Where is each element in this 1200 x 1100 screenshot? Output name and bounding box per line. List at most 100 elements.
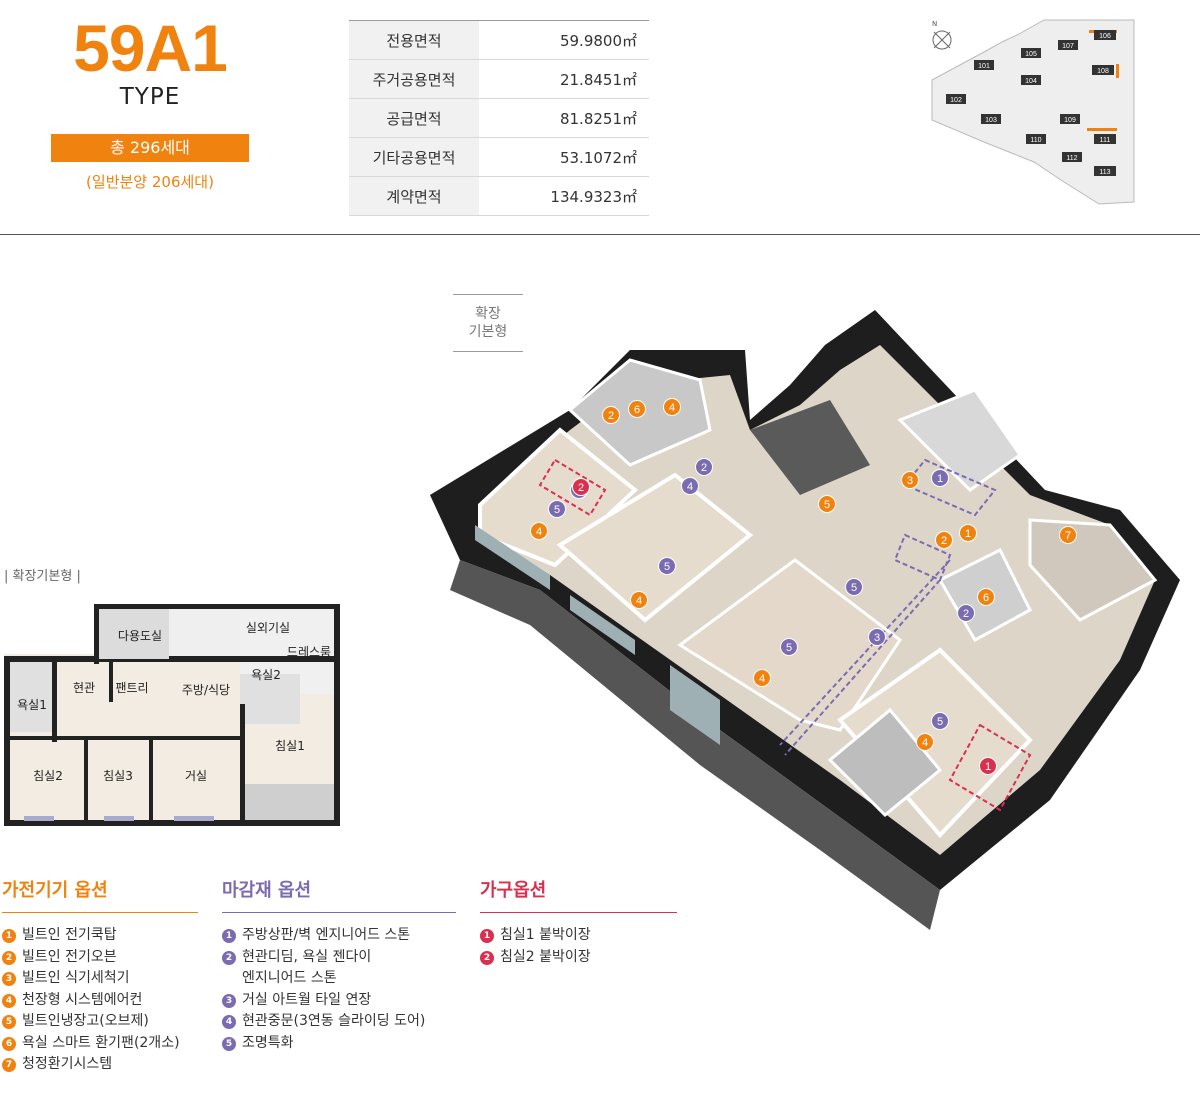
option-marker-furniture: 2 <box>572 478 590 496</box>
option-marker-finish: 1 <box>931 469 949 487</box>
room-label: 드레스룸 <box>287 645 331 659</box>
option-marker-finish: 5 <box>548 500 566 518</box>
svg-text:109: 109 <box>1064 117 1076 124</box>
room-label: 팬트리 <box>115 681 148 695</box>
option-marker-finish: 2 <box>695 458 713 476</box>
option-marker-appliance: 4 <box>663 398 681 416</box>
option-marker-appliance: 4 <box>753 669 771 687</box>
option-marker-appliance: 4 <box>530 522 548 540</box>
total-units-badge: 총 296세대 <box>51 134 249 162</box>
option-marker-appliance: 1 <box>959 524 977 542</box>
building-label: 113 <box>1094 166 1116 176</box>
list-item-continued: 엔지니어드 스톤 <box>242 970 337 986</box>
option-marker-appliance: 2 <box>935 531 953 549</box>
room-label: 욕실2 <box>251 668 281 682</box>
option-marker-label: 1 <box>937 473 943 485</box>
option-marker-label: 3 <box>907 475 913 487</box>
compass-icon: N <box>932 20 952 50</box>
unit-type-code: 59A1 <box>73 11 228 85</box>
building-label: 104 <box>1021 75 1041 85</box>
option-marker-label: 4 <box>922 737 928 749</box>
building-label: 111 <box>1094 134 1116 144</box>
room-label: 실외기실 <box>246 621 290 635</box>
building-label: 105 <box>1021 48 1041 58</box>
option-marker-label: 5 <box>664 561 670 573</box>
unit-type-block: 59A1 TYPE 총 296세대 (일반분양 206세대) <box>50 12 250 192</box>
option-marker-label: 4 <box>636 595 642 607</box>
isometric-floor-plan: 26422425454531217532654541 <box>430 310 1180 930</box>
svg-text:105: 105 <box>1025 51 1037 58</box>
general-units-text: (일반분양 206세대) <box>86 173 214 191</box>
room-label: 주방/식당 <box>182 683 230 697</box>
svg-text:107: 107 <box>1062 43 1074 50</box>
area-value: 21.8451㎡ <box>479 59 649 99</box>
option-marker-label: 3 <box>874 632 880 644</box>
area-label: 기타공용면적 <box>349 137 479 177</box>
iso-tag-line: 확장 <box>475 306 501 322</box>
option-markers: 26422425454531217532654541 <box>530 398 1077 775</box>
option-marker-finish: 5 <box>931 712 949 730</box>
svg-text:102: 102 <box>950 97 962 104</box>
option-marker-label: 6 <box>983 592 989 604</box>
area-value: 134.9323㎡ <box>479 176 649 216</box>
area-label: 주거공용면적 <box>349 59 479 99</box>
building-label: 108 <box>1092 65 1114 75</box>
area-label: 전용면적 <box>349 20 479 60</box>
option-marker-label: 2 <box>941 535 947 547</box>
svg-text:104: 104 <box>1025 78 1037 85</box>
option-marker-label: 2 <box>578 482 584 494</box>
svg-text:111: 111 <box>1100 137 1111 144</box>
room-label: 거실 <box>185 769 207 783</box>
header-divider <box>0 234 1200 235</box>
option-marker-label: 4 <box>536 526 542 538</box>
iso-tag-line: 기본형 <box>468 324 508 340</box>
building-label: 110 <box>1026 134 1046 144</box>
option-marker-appliance: 5 <box>818 495 836 513</box>
building-label: 102 <box>946 94 966 104</box>
option-marker-finish: 5 <box>658 557 676 575</box>
option-marker-finish: 4 <box>681 477 699 495</box>
room-label: 침실2 <box>33 769 63 783</box>
option-marker-appliance: 4 <box>630 591 648 609</box>
option-marker-label: 2 <box>608 410 614 422</box>
option-marker-label: 1 <box>965 528 971 540</box>
room-label: 침실3 <box>103 769 133 783</box>
option-marker-appliance: 6 <box>628 400 646 418</box>
option-marker-label: 5 <box>824 499 830 511</box>
svg-text:108: 108 <box>1097 68 1109 75</box>
option-marker-label: 2 <box>701 462 707 474</box>
option-marker-label: 1 <box>985 761 991 773</box>
area-label: 계약면적 <box>349 176 479 216</box>
svg-text:106: 106 <box>1099 33 1111 40</box>
option-marker-label: 2 <box>963 608 969 620</box>
area-value: 59.9800㎡ <box>479 20 649 60</box>
option-marker-appliance: 3 <box>901 471 919 489</box>
option-marker-label: 4 <box>669 402 675 414</box>
flat-floor-plan: 다용도실 실외기실 드레스룸 현관 팬트리 주방/식당 욕실2 욕실1 침실1 … <box>4 604 340 826</box>
option-marker-label: 5 <box>554 504 560 516</box>
option-marker-finish: 2 <box>957 604 975 622</box>
option-marker-finish: 5 <box>845 578 863 596</box>
option-marker-furniture: 1 <box>979 757 997 775</box>
option-marker-label: 5 <box>786 642 792 654</box>
flat-plan-tag: | 확장기본형 | <box>4 569 81 584</box>
compass-north: N <box>932 20 937 28</box>
